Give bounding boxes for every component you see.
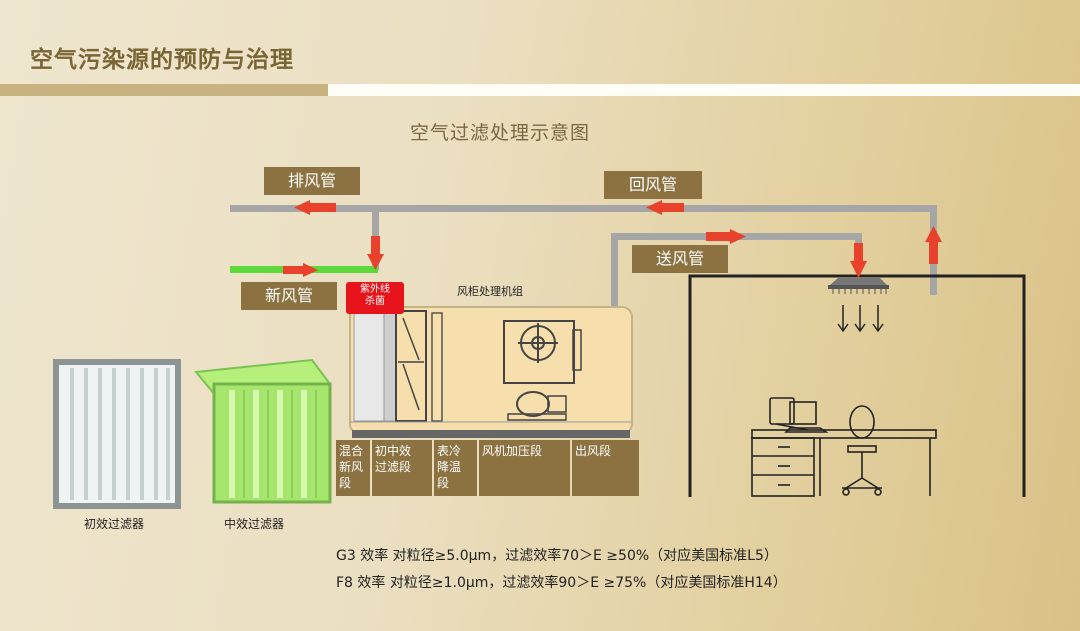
medium-filter-image: [194, 358, 332, 504]
exhaust-duct-label: 排风管: [264, 167, 360, 195]
section-cooling-line-3: 段: [437, 476, 450, 490]
office-desk-drawing: [751, 397, 937, 497]
spec-f8: F8 效率 对粒径≥1.0μm，过滤效率90＞E ≥75%（对应美国标准H14）: [336, 575, 787, 591]
section-mixing-line-1: 混合: [339, 444, 364, 458]
section-cooling-line-2: 降温: [437, 460, 462, 474]
section-fan: 风机加压段: [479, 440, 570, 496]
title-underline-light: [328, 84, 1080, 96]
section-filter-line-2: 过滤段: [375, 460, 412, 474]
primary-filter-image: [53, 359, 181, 509]
section-cooling-line-1: 表冷: [437, 444, 462, 458]
diagram-title: 空气过滤处理示意图: [410, 122, 591, 144]
supply-duct-label: 送风管: [632, 245, 728, 273]
fresh-duct-label: 新风管: [241, 282, 337, 310]
top-duct: [230, 205, 936, 212]
ceiling-diffuser: [828, 278, 889, 333]
spec-g3: G3 效率 对粒径≥5.0μm，过滤效率70＞E ≥50%（对应美国标准L5）: [336, 548, 778, 564]
uv-badge-line-1: 紫外线: [360, 284, 390, 295]
section-filter: 初中效 过滤段: [372, 440, 432, 496]
section-fan-line-1: 风机加压段: [482, 444, 543, 458]
room-outline: [688, 274, 1026, 497]
section-outlet-line-1: 出风段: [575, 444, 612, 458]
return-duct-label: 回风管: [604, 171, 702, 199]
page-title: 空气污染源的预防与治理: [30, 47, 294, 73]
section-filter-line-1: 初中效: [375, 444, 412, 458]
section-mixing-line-3: 段: [339, 476, 352, 490]
air-handling-unit: [349, 306, 633, 438]
section-cooling: 表冷 降温 段: [434, 440, 477, 496]
section-mixing-line-2: 新风: [339, 460, 364, 474]
ahu-label: 风柜处理机组: [457, 285, 523, 298]
supply-riser: [611, 233, 618, 308]
section-mixing: 混合 新风 段: [336, 440, 370, 496]
airflow-arrows: [283, 200, 942, 375]
title-underline-accent: [0, 84, 328, 96]
section-outlet: 出风段: [572, 440, 639, 496]
uv-sterilization-badge: 紫外线 杀菌: [346, 282, 404, 314]
uv-badge-line-2: 杀菌: [365, 296, 385, 307]
medium-filter-caption: 中效过滤器: [224, 517, 285, 531]
primary-filter-caption: 初效过滤器: [84, 517, 145, 531]
